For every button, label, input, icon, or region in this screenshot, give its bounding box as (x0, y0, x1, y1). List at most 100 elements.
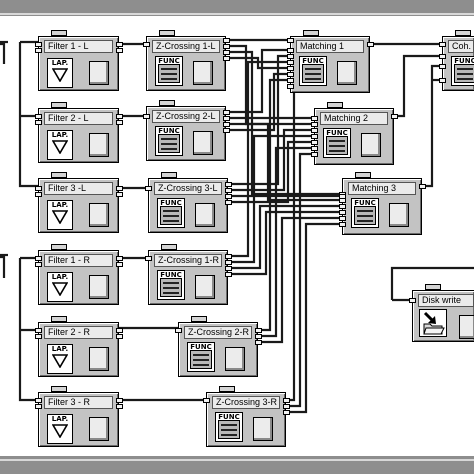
node-port[interactable] (175, 328, 182, 333)
node-port[interactable] (35, 398, 42, 403)
matching-2-node[interactable]: Matching 2 FUNC (314, 102, 394, 165)
node-port[interactable] (223, 116, 230, 121)
matching-1-node[interactable]: Matching 1 FUNC (290, 30, 370, 93)
node-port[interactable] (339, 222, 346, 227)
node-open-button[interactable] (253, 417, 273, 441)
node-port[interactable] (311, 116, 318, 121)
node-port[interactable] (116, 404, 123, 409)
node-port[interactable] (255, 328, 262, 333)
node-port[interactable] (419, 184, 426, 189)
node-port[interactable] (311, 152, 318, 157)
node-open-button[interactable] (195, 275, 215, 299)
node-port[interactable] (116, 262, 123, 267)
node-port[interactable] (203, 398, 210, 403)
node-port[interactable] (409, 298, 416, 303)
node-port[interactable] (225, 200, 232, 205)
coherence-node[interactable]: Coh. FUNC (442, 30, 474, 91)
node-port[interactable] (223, 110, 230, 115)
node-port[interactable] (255, 334, 262, 339)
node-open-button[interactable] (89, 61, 109, 85)
node-port[interactable] (35, 48, 42, 53)
node-port[interactable] (339, 216, 346, 221)
node-port[interactable] (283, 398, 290, 403)
node-port[interactable] (223, 38, 230, 43)
node-port[interactable] (439, 54, 446, 59)
node-port[interactable] (35, 404, 42, 409)
zero-crossing-3-l-node[interactable]: Z-Crossing 3-L FUNC (148, 172, 228, 233)
node-port[interactable] (287, 78, 294, 83)
node-port[interactable] (225, 272, 232, 277)
matching-3-node[interactable]: Matching 3 FUNC (342, 172, 422, 235)
node-port[interactable] (287, 84, 294, 89)
node-open-button[interactable] (361, 133, 381, 157)
node-open-button[interactable] (89, 275, 109, 299)
node-port[interactable] (391, 114, 398, 119)
node-port[interactable] (367, 42, 374, 47)
node-port[interactable] (311, 140, 318, 145)
node-port[interactable] (116, 42, 123, 47)
node-port[interactable] (255, 340, 262, 345)
node-port[interactable] (116, 120, 123, 125)
node-port[interactable] (225, 260, 232, 265)
node-port[interactable] (145, 256, 152, 261)
node-port[interactable] (116, 48, 123, 53)
filter-2-r-node[interactable]: Filter 2 - R LAP. (38, 316, 119, 377)
zero-crossing-2-l-node[interactable]: Z-Crossing 2-L FUNC (146, 100, 226, 161)
filter-3-l-node[interactable]: Filter 3 -L LAP. (38, 172, 119, 233)
node-port[interactable] (143, 42, 150, 47)
zero-crossing-2-r-node[interactable]: Z-Crossing 2-R FUNC (178, 316, 258, 377)
node-port[interactable] (223, 56, 230, 61)
node-port[interactable] (35, 192, 42, 197)
node-port[interactable] (339, 210, 346, 215)
node-port[interactable] (287, 60, 294, 65)
node-port[interactable] (143, 114, 150, 119)
node-open-button[interactable] (225, 347, 245, 371)
node-port[interactable] (287, 66, 294, 71)
node-open-button[interactable] (337, 61, 357, 85)
node-open-button[interactable] (389, 203, 409, 227)
node-port[interactable] (439, 64, 446, 69)
node-port[interactable] (35, 328, 42, 333)
node-port[interactable] (311, 122, 318, 127)
node-port[interactable] (225, 254, 232, 259)
node-open-button[interactable] (89, 347, 109, 371)
filter-1-l-node[interactable]: Filter 1 - L LAP. (38, 30, 119, 91)
node-port[interactable] (287, 54, 294, 59)
node-port[interactable] (339, 198, 346, 203)
node-port[interactable] (439, 78, 446, 83)
node-port[interactable] (225, 194, 232, 199)
node-port[interactable] (35, 256, 42, 261)
node-port[interactable] (311, 134, 318, 139)
node-open-button[interactable] (89, 203, 109, 227)
node-port[interactable] (225, 266, 232, 271)
node-port[interactable] (35, 42, 42, 47)
node-port[interactable] (339, 204, 346, 209)
node-port[interactable] (287, 38, 294, 43)
node-open-button[interactable] (195, 203, 215, 227)
node-port[interactable] (116, 398, 123, 403)
zero-crossing-3-r-node[interactable]: Z-Crossing 3-R FUNC (206, 386, 286, 447)
node-open-button[interactable] (459, 315, 474, 339)
node-port[interactable] (283, 404, 290, 409)
node-port[interactable] (439, 42, 446, 47)
node-port[interactable] (116, 114, 123, 119)
node-port[interactable] (116, 334, 123, 339)
zero-crossing-1-l-node[interactable]: Z-Crossing 1-L FUNC (146, 30, 226, 91)
node-port[interactable] (287, 48, 294, 53)
disk-write-node[interactable]: Disk write (412, 284, 474, 342)
node-open-button[interactable] (89, 417, 109, 441)
node-port[interactable] (311, 128, 318, 133)
node-port[interactable] (287, 72, 294, 77)
node-port[interactable] (223, 128, 230, 133)
node-port[interactable] (116, 192, 123, 197)
node-open-button[interactable] (89, 133, 109, 157)
node-port[interactable] (116, 256, 123, 261)
filter-3-r-node[interactable]: Filter 3 - R LAP. (38, 386, 119, 447)
node-port[interactable] (35, 334, 42, 339)
node-port[interactable] (35, 114, 42, 119)
filter-1-r-node[interactable]: Filter 1 - R LAP. (38, 244, 119, 305)
filter-2-l-node[interactable]: Filter 2 - L LAP. (38, 102, 119, 163)
node-port[interactable] (225, 182, 232, 187)
node-port[interactable] (116, 328, 123, 333)
node-port[interactable] (35, 262, 42, 267)
